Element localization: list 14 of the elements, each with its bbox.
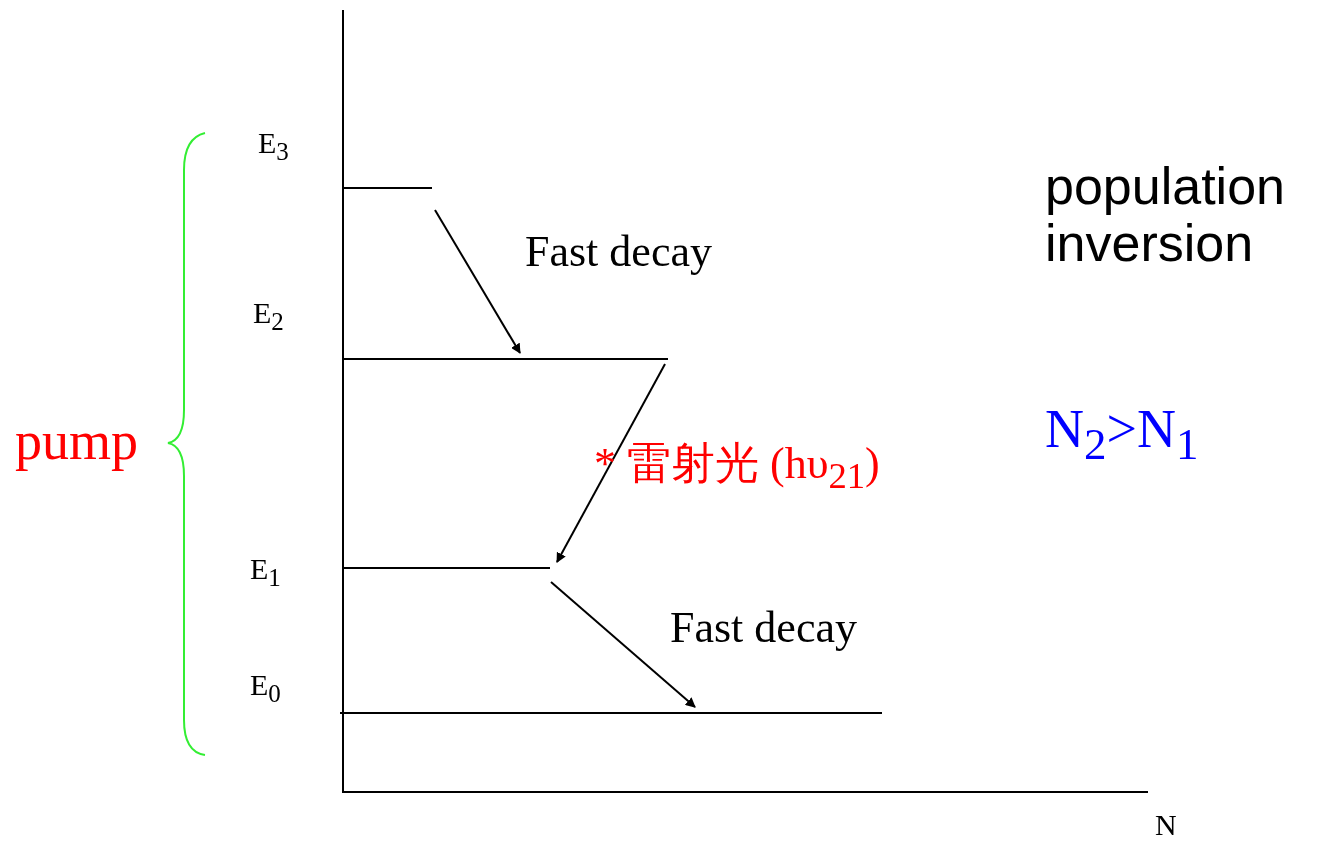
pump-label: pump [15, 412, 138, 472]
edge-label: Fast decay [670, 604, 857, 653]
arrow [434, 209, 521, 354]
axis-label: N [1155, 808, 1177, 841]
level-label: E$_{0}$ [250, 668, 281, 708]
level-label: E$_{3}$ [258, 126, 289, 166]
arrow [556, 363, 666, 563]
edge-label: Fast decay [525, 228, 712, 277]
inequality-text: N$_{2}$>N$_{1}$ [1045, 400, 1199, 470]
annotation-text: population inversion [1045, 158, 1286, 273]
arrow [550, 581, 696, 708]
edge-label: * 雷射光 (hυ$_{21}$) [594, 440, 880, 497]
level-label: E$_{2}$ [253, 296, 284, 336]
level-label: E$_{1}$ [250, 552, 281, 592]
